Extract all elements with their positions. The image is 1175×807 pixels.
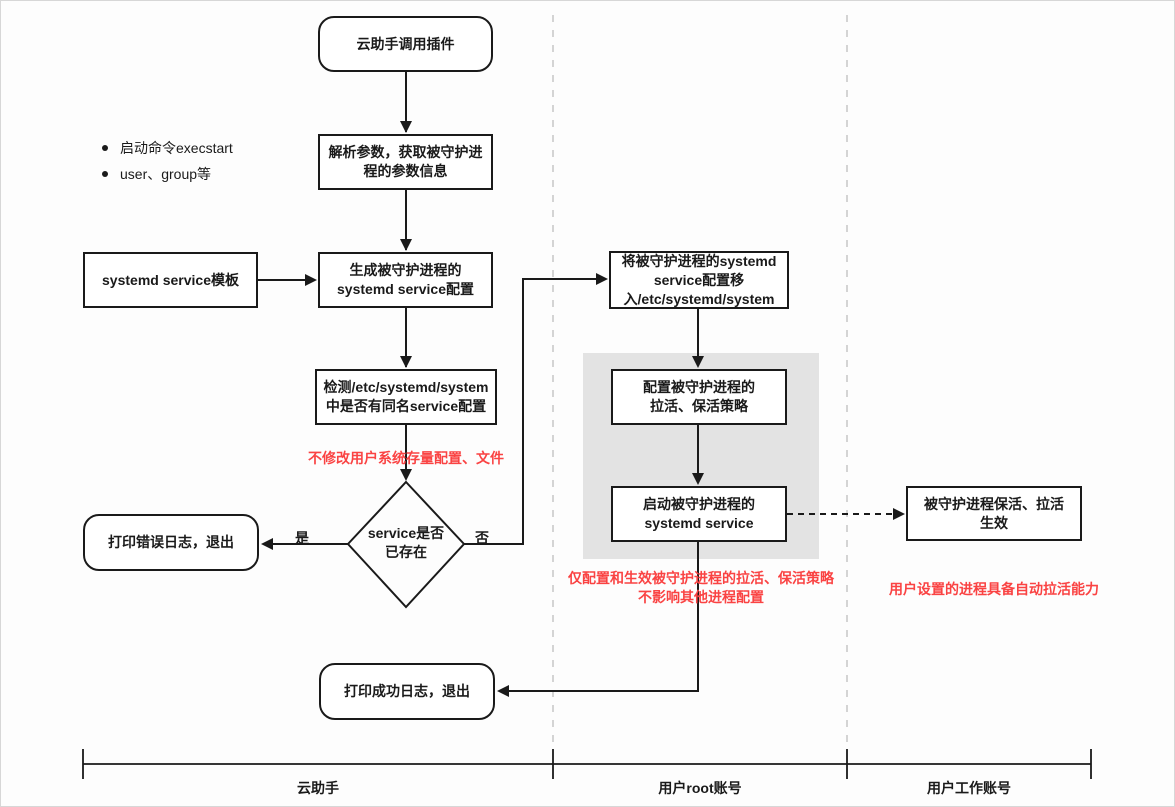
bullet-item-label: 启动命令execstart (120, 140, 233, 156)
lane-label-root-account: 用户root账号 (658, 780, 742, 796)
flow-node-success-exit: 打印成功日志，退出 (319, 663, 495, 720)
flow-node-config-policy: 配置被守护进程的 拉活、保活策略 (611, 369, 787, 425)
arrowhead-generate-left (305, 274, 317, 286)
edge-label-no: 否 (475, 530, 489, 546)
flow-node-start-service: 启动被守护进程的 systemd service (611, 486, 787, 542)
flow-node-check: 检测/etc/systemd/system 中是否有同名service配置 (315, 369, 497, 425)
flow-node-move-config: 将被守护进程的systemd service配置移 入/etc/systemd/… (609, 251, 789, 309)
lane-axis (82, 749, 1092, 779)
edge-decision-moveconfig (464, 278, 597, 545)
arrowhead-error (261, 538, 273, 550)
arrowhead-generate-top (400, 239, 412, 251)
bullet-item-execstart: 启动命令execstart (96, 135, 316, 161)
lane-label-cloud-assistant: 云助手 (297, 780, 339, 796)
bullet-item-user-group: user、group等 (96, 161, 316, 187)
arrowhead-success (497, 685, 509, 697)
decision-diamond-label: service是否 已存在 (367, 525, 445, 560)
flow-node-generate: 生成被守护进程的 systemd service配置 (318, 252, 493, 308)
bullet-dot-icon (102, 171, 108, 177)
note-no-modify: 不修改用户系统存量配置、文件 (308, 450, 504, 466)
flow-node-plugin: 云助手调用插件 (318, 16, 493, 72)
arrowhead-config (692, 356, 704, 368)
flow-node-effect: 被守护进程保活、拉活 生效 (906, 486, 1082, 541)
bullet-dot-icon (102, 145, 108, 151)
parse-param-bullet-list: 启动命令execstart user、group等 (96, 135, 316, 187)
arrowheads (261, 121, 905, 697)
bullet-item-label: user、group等 (120, 166, 212, 182)
arrowhead-moveconfig (596, 273, 608, 285)
flow-node-template: systemd service模板 (83, 252, 258, 308)
note-auto-pull: 用户设置的进程具备自动拉活能力 (889, 581, 1099, 597)
arrowhead-effect (893, 508, 905, 520)
arrowhead-check (400, 356, 412, 368)
note-only-config: 仅配置和生效被守护进程的拉活、保活策略 不影响其他进程配置 (568, 570, 834, 605)
lane-divider-lines (552, 15, 848, 746)
flow-node-parse: 解析参数，获取被守护进 程的参数信息 (318, 134, 493, 190)
flow-node-error-exit: 打印错误日志，退出 (83, 514, 259, 571)
lane-label-work-account: 用户工作账号 (927, 780, 1011, 796)
arrowhead-decision (400, 469, 412, 481)
edge-label-yes: 是 (295, 530, 309, 546)
arrowhead-start (692, 473, 704, 485)
decision-diamond (346, 480, 466, 609)
edge-start-success (507, 542, 699, 692)
arrowhead-parse (400, 121, 412, 133)
